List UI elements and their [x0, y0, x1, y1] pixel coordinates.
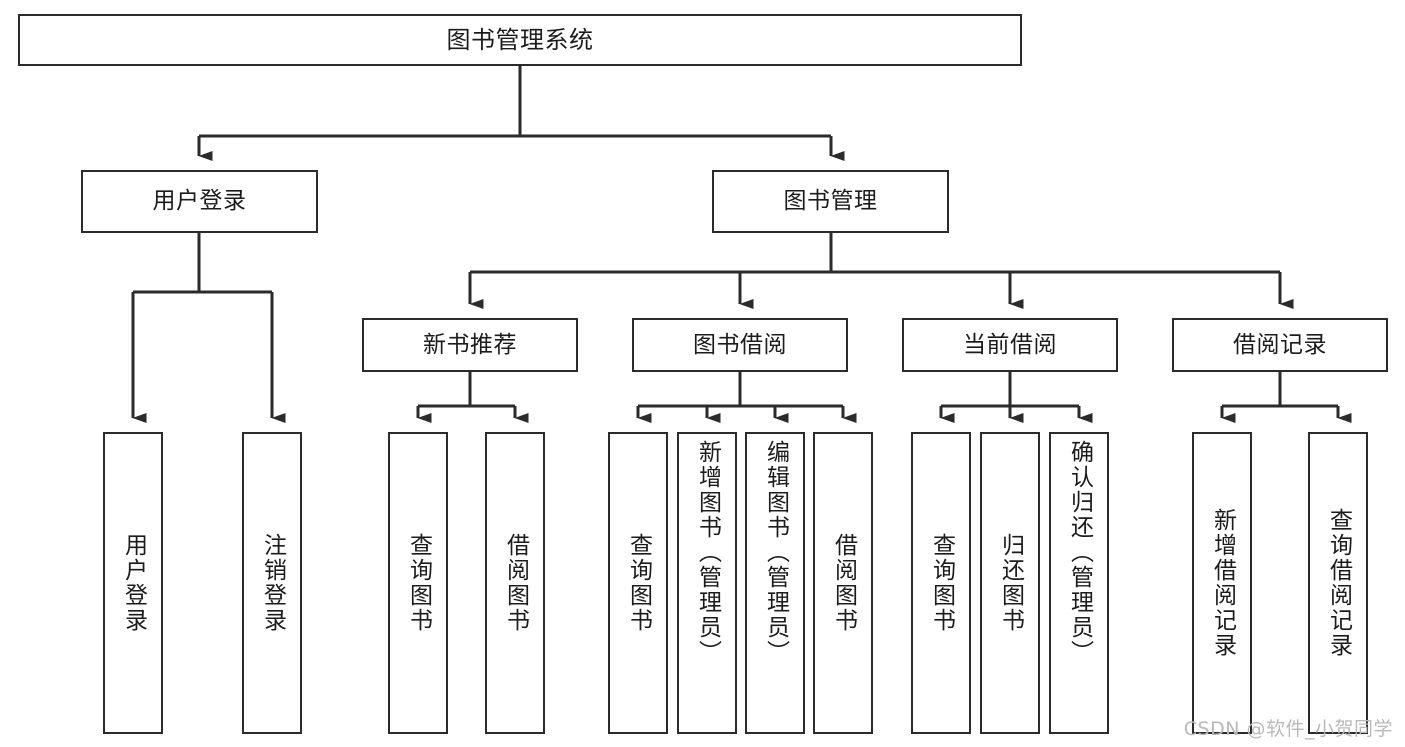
node-leaf-query-record-label: 查询借阅记录 — [1325, 508, 1352, 658]
node-leaf-add-record-label: 新增借阅记录 — [1209, 508, 1236, 658]
node-borrow-record[interactable]: 借阅记录 — [1172, 318, 1388, 372]
node-leaf-user-logout-label: 注销登录 — [259, 533, 286, 633]
node-leaf-add-book[interactable]: 新增图书（管理员） — [677, 432, 737, 734]
node-leaf-borrow-book-2[interactable]: 借阅图书 — [813, 432, 873, 734]
node-root[interactable]: 图书管理系统 — [18, 14, 1022, 66]
node-book-manage[interactable]: 图书管理 — [712, 170, 949, 233]
node-leaf-query-record[interactable]: 查询借阅记录 — [1308, 432, 1368, 734]
node-leaf-borrow-book-2-label: 借阅图书 — [830, 533, 857, 633]
node-leaf-edit-book[interactable]: 编辑图书（管理员） — [745, 432, 805, 734]
node-leaf-user-login[interactable]: 用户登录 — [103, 432, 163, 734]
node-leaf-query-book-1[interactable]: 查询图书 — [388, 432, 448, 734]
node-current-borrow[interactable]: 当前借阅 — [902, 318, 1118, 372]
node-leaf-query-book-1-label: 查询图书 — [405, 533, 432, 633]
node-leaf-user-login-label: 用户登录 — [120, 533, 147, 633]
node-leaf-query-book-3[interactable]: 查询图书 — [911, 432, 971, 734]
node-current-borrow-label: 当前借阅 — [963, 331, 1057, 358]
node-leaf-borrow-book-1-label: 借阅图书 — [502, 533, 529, 633]
node-leaf-add-book-label: 新增图书（管理员） — [694, 440, 721, 665]
node-new-book-recommend-label: 新书推荐 — [423, 331, 517, 358]
node-user-login[interactable]: 用户登录 — [81, 170, 318, 233]
csdn-watermark: CSDN @软件_小贺同学 — [1183, 718, 1393, 740]
node-book-borrow-label: 图书借阅 — [693, 331, 787, 358]
node-leaf-add-record[interactable]: 新增借阅记录 — [1192, 432, 1252, 734]
node-book-manage-label: 图书管理 — [783, 188, 878, 214]
node-leaf-confirm-return-label: 确认归还（管理员） — [1066, 440, 1093, 665]
node-leaf-query-book-2-label: 查询图书 — [625, 533, 652, 633]
node-leaf-confirm-return[interactable]: 确认归还（管理员） — [1049, 432, 1109, 734]
node-leaf-edit-book-label: 编辑图书（管理员） — [762, 440, 789, 665]
node-leaf-query-book-3-label: 查询图书 — [928, 533, 955, 633]
node-new-book-recommend[interactable]: 新书推荐 — [362, 318, 578, 372]
node-leaf-user-logout[interactable]: 注销登录 — [242, 432, 302, 734]
node-leaf-query-book-2[interactable]: 查询图书 — [608, 432, 668, 734]
node-leaf-return-book[interactable]: 归还图书 — [980, 432, 1040, 734]
node-borrow-record-label: 借阅记录 — [1233, 331, 1327, 358]
node-user-login-label: 用户登录 — [152, 188, 247, 214]
node-leaf-borrow-book-1[interactable]: 借阅图书 — [485, 432, 545, 734]
node-leaf-return-book-label: 归还图书 — [997, 533, 1024, 633]
node-book-borrow[interactable]: 图书借阅 — [632, 318, 848, 372]
node-root-label: 图书管理系统 — [446, 26, 594, 54]
